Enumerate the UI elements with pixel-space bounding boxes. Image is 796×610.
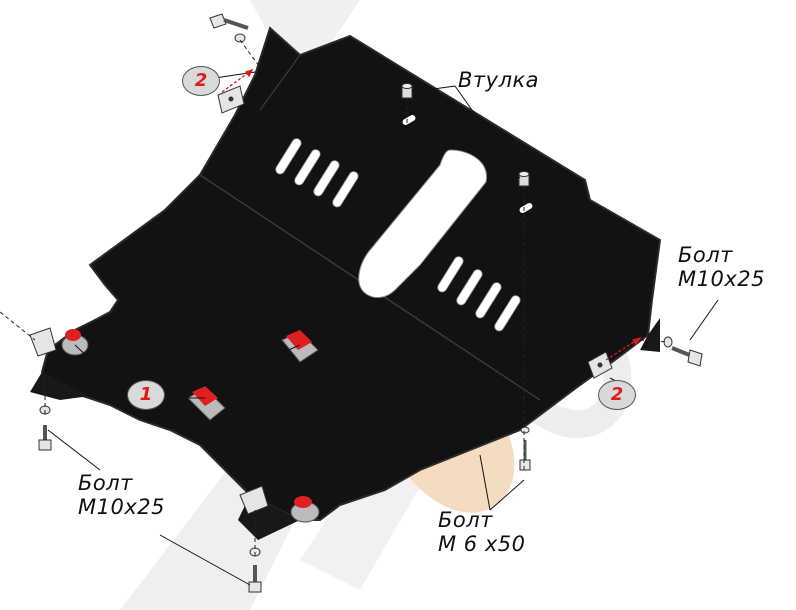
label-bolt-right-size: M10x25 <box>678 267 765 291</box>
label-bolt-left-name: Болт <box>78 471 133 495</box>
label-bolt-left-size: M10x25 <box>78 495 165 519</box>
bracket-parts <box>29 85 613 515</box>
label-bolt-bottom-size: M 6 x50 <box>438 532 526 556</box>
bushing-parts <box>401 83 530 187</box>
skid-plate <box>30 26 662 540</box>
label-bolt-bottom-name: Болт <box>438 508 493 532</box>
callout-mount: 1 <box>127 380 165 410</box>
red-mount-points <box>61 329 320 523</box>
mount-point-3 <box>187 386 226 421</box>
callout-bracket-right: 2 <box>598 380 636 410</box>
label-bushing: Втулка <box>458 68 540 92</box>
insertion-arrows <box>221 68 642 361</box>
assembly-guides <box>0 39 669 556</box>
mount-point-2 <box>281 330 319 363</box>
mount-point-4 <box>290 496 320 523</box>
label-bolt-right-name: Болт <box>678 243 733 267</box>
label-bolt-bottom: Болт M 6 x50 <box>438 508 525 556</box>
label-bolt-left: Болт M10x25 <box>78 471 165 519</box>
callout-bracket-top: 2 <box>182 66 220 96</box>
label-bolt-right: Болт M10x25 <box>678 243 765 291</box>
